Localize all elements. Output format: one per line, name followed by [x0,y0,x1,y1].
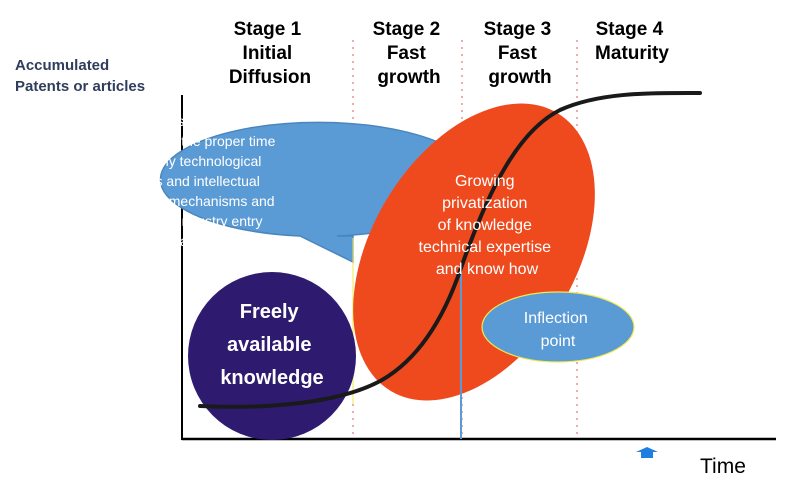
s-curve [198,90,702,409]
stage-1-line-1: Stage 1 [234,19,302,40]
callout-line-7: barriers [172,233,219,249]
stage-2-line-1: Stage 2 [373,19,441,40]
inflection-point-bubble [481,291,635,363]
stage-3-line-1: Stage 3 [484,19,552,40]
callout-line-5: property mechanisms and [114,193,275,209]
privatization-line-4: technical expertise [419,239,552,256]
y-axis-title: Accumulated Patents or articles [15,57,145,95]
callout-text: Possibility of: Determine the proper tim… [113,113,280,249]
inflection-line-2: point [541,333,576,350]
inflection-line-1: Inflection [524,310,588,327]
callout-line-3: to apply technological [127,153,262,169]
freely-available-circle [188,272,356,440]
stage-2-line-2: Fast [387,43,427,64]
callout-line-1: Possibility of: [153,113,235,129]
freely-available-text: Freely available knowledge [220,301,323,389]
x-axis-title: Time [700,455,746,478]
y-axis-title-line-2: Patents or articles [15,78,145,95]
callout-line-4: rights and intellectual [128,173,260,189]
privatization-line-1: Growing [455,173,515,190]
callout-line-2: Determine the proper time [113,133,276,149]
privatization-line-2: privatization [442,195,527,212]
freely-line-2: available [227,334,312,356]
stage-1-line-2: Initial [243,43,293,64]
callout-line-6: build up industry entry [126,213,263,229]
stage-1-line-3: Diffusion [229,67,311,88]
privatization-line-5: and know how [436,261,539,278]
y-axis-title-line-1: Accumulated [15,57,109,74]
stage-1-heading: Stage 1 Initial Diffusion [229,19,311,88]
stage-2-heading: Stage 2 Fast growth [373,19,446,88]
privatization-line-3: of knowledge [438,217,532,234]
stage-3-line-2: Fast [498,43,538,64]
stage-4-line-1: Stage 4 [596,19,664,40]
freely-line-1: Freely [240,301,300,323]
up-arrow-icon [636,447,658,458]
privatization-text: Growing privatization of knowledge techn… [419,173,556,278]
stage-2-line-3: growth [377,67,440,88]
stage-3-heading: Stage 3 Fast growth [484,19,557,88]
stage-3-line-3: growth [488,67,551,88]
stage-4-line-2: Maturity [595,43,669,64]
inflection-point-text: Inflection point [524,310,593,350]
stage-4-heading: Stage 4 Maturity [595,19,669,64]
freely-line-3: knowledge [220,367,323,389]
